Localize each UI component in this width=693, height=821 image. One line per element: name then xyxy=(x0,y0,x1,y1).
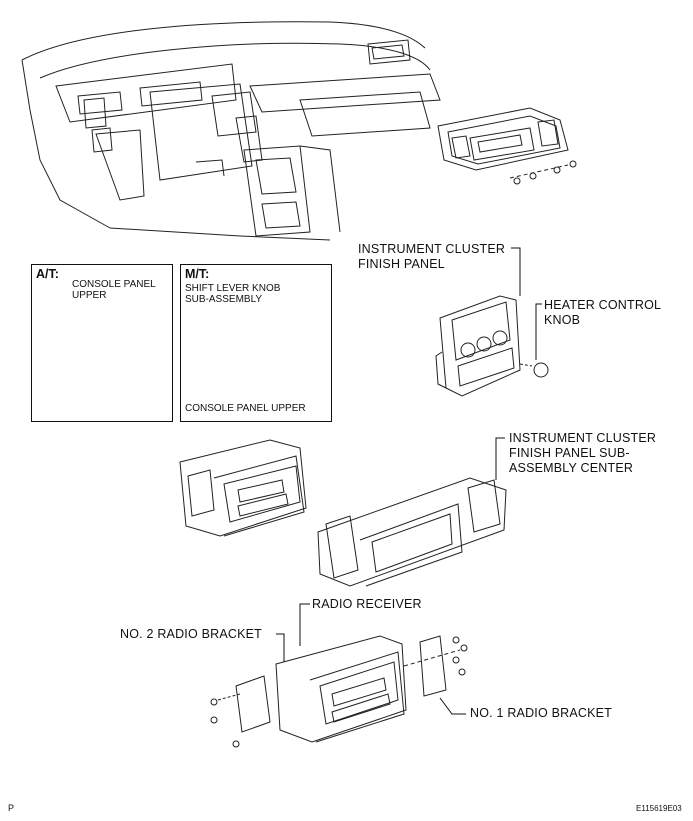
finish-panel-sub-assembly-center-label: INSTRUMENT CLUSTER FINISH PANEL SUB- ASS… xyxy=(509,431,657,475)
mt-shift-lever-knob-label: SHIFT LEVER KNOB SUB-ASSEMBLY xyxy=(185,283,281,305)
instrument-cluster-finish-panel xyxy=(435,295,549,397)
mt-console-panel-upper-label: CONSOLE PANEL UPPER xyxy=(185,403,306,414)
no2-radio-bracket-label: NO. 2 RADIO BRACKET xyxy=(120,627,263,641)
at-heading: A/T: xyxy=(36,267,59,281)
mt-heading: M/T: xyxy=(185,267,210,281)
radio-receiver-label: RADIO RECEIVER xyxy=(312,597,422,611)
mt-inset-box: M/T: SHIFT LEVER KNOB SUB-ASSEMBLY CONSO… xyxy=(180,264,332,422)
console-assembly-top xyxy=(437,107,577,185)
at-inset-box: A/T: CONSOLE PANEL UPPER xyxy=(31,264,173,422)
finish-panel-center xyxy=(317,477,507,587)
at-console-panel-upper-label: CONSOLE PANEL UPPER xyxy=(72,279,156,301)
footer-figure-code: E115619E03 xyxy=(636,804,682,813)
radio-receiver-middle xyxy=(179,439,307,537)
radio-receiver-bottom xyxy=(210,635,468,748)
no1-radio-bracket-label: NO. 1 RADIO BRACKET xyxy=(470,706,613,720)
heater-control-knob-label: HEATER CONTROL KNOB xyxy=(544,298,662,327)
footer-left-mark: P xyxy=(8,803,15,813)
dashboard-illustration xyxy=(21,21,441,241)
instrument-cluster-finish-panel-label: INSTRUMENT CLUSTER FINISH PANEL xyxy=(358,242,506,271)
